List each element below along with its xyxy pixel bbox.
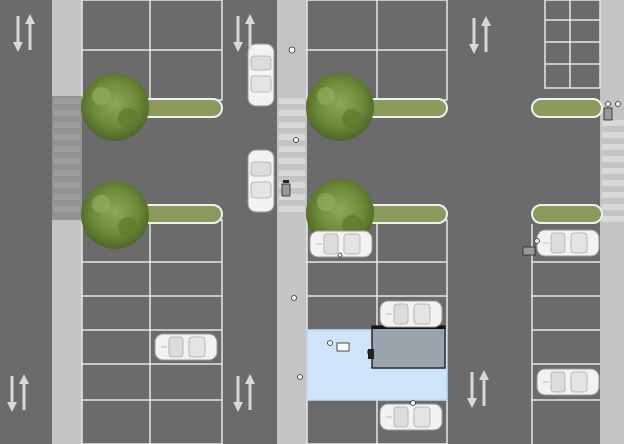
car-parked-6[interactable] (536, 368, 600, 396)
car-parked-3[interactable] (379, 300, 443, 328)
median-ne-2 (531, 204, 603, 224)
sidewalk-west (52, 0, 82, 444)
bench-icon[interactable] (283, 180, 374, 359)
crosswalk-east (602, 120, 624, 222)
pedestrian-icon[interactable] (288, 46, 621, 406)
car-road-1[interactable] (247, 43, 275, 107)
tree-1[interactable] (81, 73, 149, 141)
tree-4[interactable] (306, 179, 374, 247)
parking-lot-east (531, 0, 601, 444)
grate-icon[interactable] (281, 107, 613, 256)
crosswalk-center (279, 98, 305, 212)
tree-2[interactable] (306, 73, 374, 141)
car-road-2[interactable] (247, 149, 275, 213)
car-parked-5[interactable] (536, 229, 600, 257)
car-parked-2[interactable] (154, 333, 218, 361)
crosswalk-west-bg (52, 96, 82, 220)
car-parked-4[interactable] (379, 403, 443, 431)
median-ne-1 (531, 98, 603, 118)
selection-edge (372, 326, 445, 329)
selected-building-footprint[interactable] (371, 325, 446, 369)
drain-icon[interactable] (336, 342, 350, 352)
tree-3[interactable] (81, 181, 149, 249)
sidewalk-center (277, 0, 307, 444)
